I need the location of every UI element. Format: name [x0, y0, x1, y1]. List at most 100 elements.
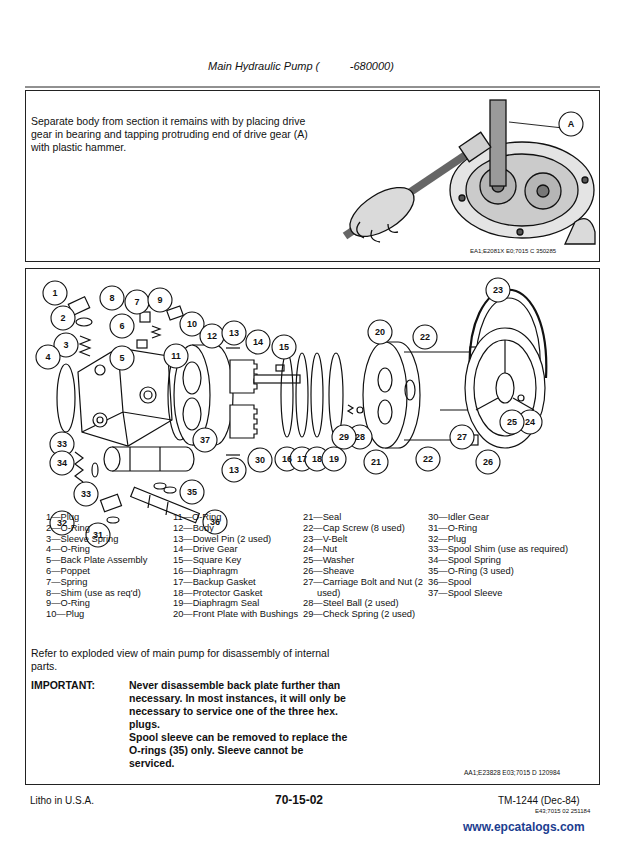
- callout-number: 14: [248, 336, 268, 348]
- callout-circle: [450, 425, 474, 449]
- parts-list-entry: 23—V-Belt: [303, 534, 439, 545]
- instruction-text: Separate body from section it remains wi…: [31, 115, 329, 154]
- callout-number: 7: [127, 296, 147, 308]
- callout-number: 13: [224, 464, 244, 476]
- parts-list-entry: 16—Diaphragm: [173, 566, 299, 577]
- body-and-gears-part: [183, 398, 201, 430]
- callout-circle: [148, 288, 172, 312]
- page-header: Main Hydraulic Pump ( -680000): [208, 60, 394, 72]
- parts-list-column: 30—Idler Gear31—O-Ring32—Plug33—Spool Sh…: [428, 512, 570, 598]
- callout-number: 26: [478, 456, 498, 468]
- spool-assembly-part: [166, 502, 168, 515]
- callout-circle: [332, 425, 356, 449]
- parts-list-entry: 36—Spool: [428, 577, 570, 588]
- callout-number: 23: [488, 284, 508, 296]
- body-and-gears-part: [329, 353, 343, 437]
- photo-illustration-part: [466, 154, 578, 226]
- callout-number: 28: [350, 431, 370, 443]
- parts-list-entry: 31—O-Ring: [428, 523, 570, 534]
- back-plate-assembly-part: [152, 326, 160, 338]
- body-and-gears-part: [230, 360, 257, 393]
- back-plate-assembly-part: [76, 318, 92, 326]
- callout-circle: [51, 306, 75, 330]
- callout-number: 3: [56, 339, 76, 351]
- callout-circle: [200, 324, 224, 348]
- callout-number: 13: [224, 327, 244, 339]
- parts-list-entry: 17—Backup Gasket: [173, 577, 299, 588]
- callout-circle: [50, 451, 74, 475]
- front-plate-and-sheave: [363, 290, 546, 448]
- parts-list-entry: 4—O-Ring: [46, 544, 152, 555]
- callout-circle: [100, 286, 124, 310]
- body-and-gears-part: [311, 353, 323, 437]
- parts-list-entry: 15—Square Key: [173, 555, 299, 566]
- photo-illustration-part: [582, 177, 588, 183]
- parts-list-entry: 34—Spool Spring: [428, 555, 570, 566]
- callout-circle: [125, 290, 149, 314]
- page-number: 70-15-02: [275, 793, 323, 807]
- callout-circle: [413, 325, 437, 349]
- photo-illustration-part: [537, 185, 549, 197]
- body-and-gears-part: [348, 405, 353, 414]
- body-and-gears-part: [226, 454, 240, 455]
- parts-list-entry: 35—O-Ring (3 used): [428, 566, 570, 577]
- callout-number: 33: [76, 488, 96, 500]
- photo-illustration-part: [490, 100, 506, 186]
- callout-number: 27: [452, 431, 472, 443]
- parts-list-entry: 29—Check Spring (2 used): [303, 609, 439, 620]
- photo-illustration: [342, 100, 595, 246]
- parts-list-entry: 3—Sleeve Spring: [46, 534, 152, 545]
- parts-list-column: 11—O-Ring12—Body13—Dowel Pin (2 used)14—…: [173, 512, 299, 620]
- spool-assembly-part: [104, 447, 120, 471]
- footer-text: TM-1244 (Dec-84): [498, 795, 580, 807]
- callout-number: 10: [182, 318, 202, 330]
- front-plate-and-sheave-part: [378, 400, 392, 424]
- spool-assembly-part: [129, 447, 130, 471]
- back-plate-assembly-part: [140, 387, 156, 403]
- callout-number: 20: [370, 326, 390, 338]
- photo-illustration-part: [565, 219, 595, 244]
- photo-illustration-part: [509, 122, 563, 128]
- callout-circle: [193, 428, 217, 452]
- callout-circle: [368, 320, 392, 344]
- parts-list-entry: 8—Shim (use as req'd): [46, 588, 152, 599]
- callout-number: 11: [166, 350, 186, 362]
- callout-circle: [248, 448, 272, 472]
- callout-circle: [500, 410, 524, 434]
- spool-assembly-part: [112, 447, 194, 471]
- spool-assembly: [75, 447, 199, 523]
- parts-list-entry: 18—Protector Gasket: [173, 588, 299, 599]
- photo-illustration-part: [342, 178, 422, 247]
- spool-assembly-part: [107, 517, 119, 523]
- front-plate-and-sheave-part: [504, 340, 505, 373]
- photo-illustration-part: [517, 229, 523, 235]
- callout-number: 24: [520, 416, 540, 428]
- parts-list-entry: 32—Plug: [428, 534, 570, 545]
- callout-circle: [222, 321, 246, 345]
- callout-number: 29: [334, 431, 354, 443]
- parts-list-entry: 22—Cap Screw (8 used): [303, 523, 439, 534]
- back-plate-assembly-part: [137, 340, 147, 348]
- callout-circle: [246, 330, 270, 354]
- callout-number: 16: [277, 453, 297, 465]
- callout-number: 1: [45, 287, 65, 299]
- parts-list-entry: 14—Drive Gear: [173, 544, 299, 555]
- parts-list-entry: 10—Plug: [46, 609, 152, 620]
- back-plate-assembly-part: [95, 365, 105, 375]
- photo-illustration-part: [459, 132, 491, 161]
- callout-number: 30: [250, 454, 270, 466]
- callout-number: 6: [112, 320, 132, 332]
- important-heading: IMPORTANT:: [31, 679, 95, 692]
- callout-circle: [559, 112, 583, 136]
- parts-list-entry: 37—Spool Sleeve: [428, 588, 570, 599]
- parts-list-entry: 9—O-Ring: [46, 598, 152, 609]
- callout-number: 5: [112, 352, 132, 364]
- back-plate-assembly-part: [97, 417, 103, 423]
- callout-circle: [364, 450, 388, 474]
- spool-assembly-part: [148, 495, 150, 508]
- back-plate-assembly: [57, 297, 183, 446]
- parts-list-entry: 11—O-Ring: [173, 512, 299, 523]
- parts-list-entry: 24—Nut: [303, 544, 439, 555]
- body-and-gears-part: [296, 353, 308, 437]
- callout-number: 37: [195, 434, 215, 446]
